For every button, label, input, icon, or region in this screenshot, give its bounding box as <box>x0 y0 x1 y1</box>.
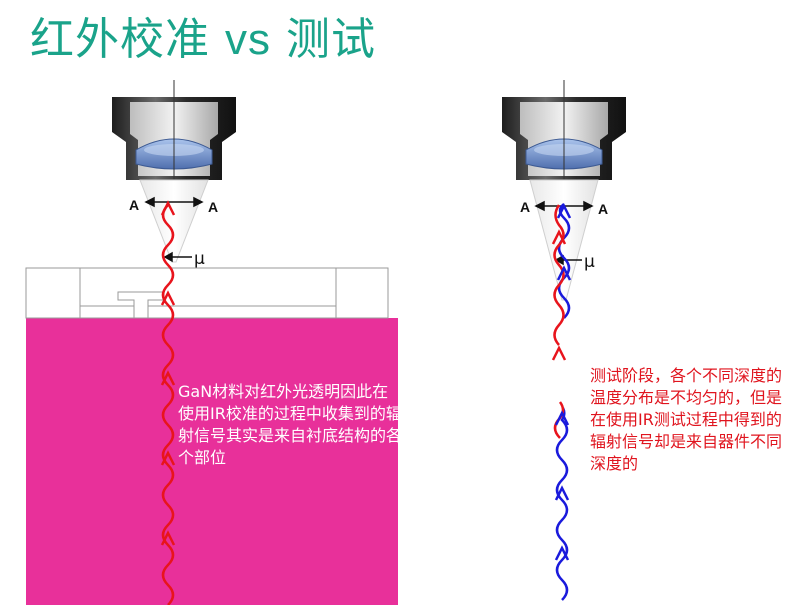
title-suffix: 测试 <box>286 14 376 65</box>
left-light-cone <box>139 179 209 263</box>
left-spot-label-mu: μ <box>194 249 205 269</box>
right-spot-marker <box>554 254 582 266</box>
left-spot-marker <box>163 251 192 263</box>
right-ir-signal-upper-blue <box>557 203 571 319</box>
right-ir-signal-deep <box>555 407 569 601</box>
right-objective-lens <box>502 80 626 180</box>
right-signal-arrowheads <box>551 203 572 561</box>
left-aperture-marker <box>144 196 204 208</box>
right-aperture-label-a1: A <box>520 199 530 215</box>
right-spot-label-mu: μ <box>584 252 595 272</box>
left-aperture-label-a2: A <box>208 199 218 215</box>
left-setup <box>25 80 398 605</box>
page-title: 红外校准 vs 测试 <box>30 14 376 66</box>
left-signal-arrowheads <box>160 200 176 546</box>
left-substrate <box>26 318 398 605</box>
left-device-layer <box>25 267 389 319</box>
left-explanation-note: GaN材料对红外光透明因此在使用IR校准的过程中收集到的辐射信号其实是来自衬底结… <box>178 382 403 467</box>
right-setup <box>502 80 626 601</box>
left-aperture-label-a1: A <box>129 197 139 213</box>
title-prefix: 红外校准 <box>30 14 210 65</box>
right-aperture-label-a2: A <box>598 201 608 217</box>
title-vs: vs <box>225 15 271 64</box>
right-explanation-note: 测试阶段，各个不同深度的温度分布是不均匀的，但是在使用IR测试过程中得到的辐射信… <box>590 366 783 473</box>
left-objective-lens <box>112 80 236 180</box>
